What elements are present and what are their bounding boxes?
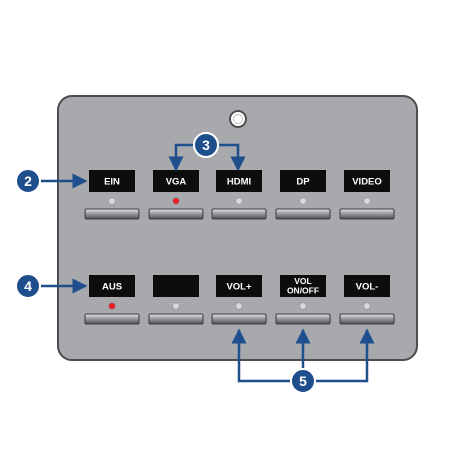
rocker-key[interactable]: [148, 208, 204, 220]
button-label-text: EIN: [104, 177, 120, 188]
panel-plate: [57, 95, 418, 361]
rocker-key[interactable]: [339, 208, 395, 220]
callout-2-number: 2: [24, 173, 32, 189]
callout-4-badge: 4: [15, 273, 41, 299]
callout-4-number: 4: [24, 278, 32, 294]
rocker-key[interactable]: [275, 313, 331, 325]
rocker-key[interactable]: [84, 208, 140, 220]
button-vol-[interactable]: VOL+: [211, 275, 267, 325]
button-label-text: VGA: [166, 177, 187, 188]
button-label-face: [89, 275, 135, 297]
button-ein[interactable]: EIN: [84, 170, 140, 220]
led-off-indicator: [108, 197, 116, 205]
screw-icon: [229, 110, 247, 128]
button-label-text: VIDEO: [352, 177, 382, 188]
button-hdmi[interactable]: HDMI: [211, 170, 267, 220]
led-off-indicator: [172, 302, 180, 310]
button-blank[interactable]: [148, 275, 204, 325]
button-label-face: [344, 170, 390, 192]
rocker-key[interactable]: [211, 313, 267, 325]
led-off-indicator: [299, 302, 307, 310]
button-label-text: VOL-: [356, 282, 379, 293]
button-label-face: [89, 170, 135, 192]
button-label-face: [344, 275, 390, 297]
led-off-indicator: [235, 197, 243, 205]
button-label-text: HDMI: [227, 177, 251, 188]
callout-5-badge: 5: [290, 368, 316, 394]
button-label-face: [280, 275, 326, 297]
led-off-indicator: [363, 197, 371, 205]
rocker-key[interactable]: [275, 208, 331, 220]
rocker-key[interactable]: [148, 313, 204, 325]
button-vol-[interactable]: VOL-: [339, 275, 395, 325]
callout-5-number: 5: [299, 373, 307, 389]
rocker-key[interactable]: [84, 313, 140, 325]
button-label-text: ON/OFF: [287, 286, 319, 296]
led-off-indicator: [363, 302, 371, 310]
button-label-face: [153, 275, 199, 297]
button-dp[interactable]: DP: [275, 170, 331, 220]
button-label-face: [280, 170, 326, 192]
led-on-indicator: [172, 197, 180, 205]
callout-2-badge: 2: [15, 168, 41, 194]
button-aus[interactable]: AUS: [84, 275, 140, 325]
led-off-indicator: [235, 302, 243, 310]
button-label-text: VOL+: [226, 282, 252, 293]
button-label-face: [216, 275, 262, 297]
button-label-face: [153, 170, 199, 192]
button-label-face: [216, 170, 262, 192]
button-label-text: VOL: [294, 276, 311, 286]
callout-3-badge: 3: [193, 132, 219, 158]
callout-3-number: 3: [202, 137, 210, 153]
button-label-text: DP: [296, 177, 310, 188]
rocker-key[interactable]: [339, 313, 395, 325]
button-vga[interactable]: VGA: [148, 170, 204, 220]
button-video[interactable]: VIDEO: [339, 170, 395, 220]
button-label-text: AUS: [102, 282, 122, 293]
rocker-key[interactable]: [211, 208, 267, 220]
led-off-indicator: [299, 197, 307, 205]
led-on-indicator: [108, 302, 116, 310]
